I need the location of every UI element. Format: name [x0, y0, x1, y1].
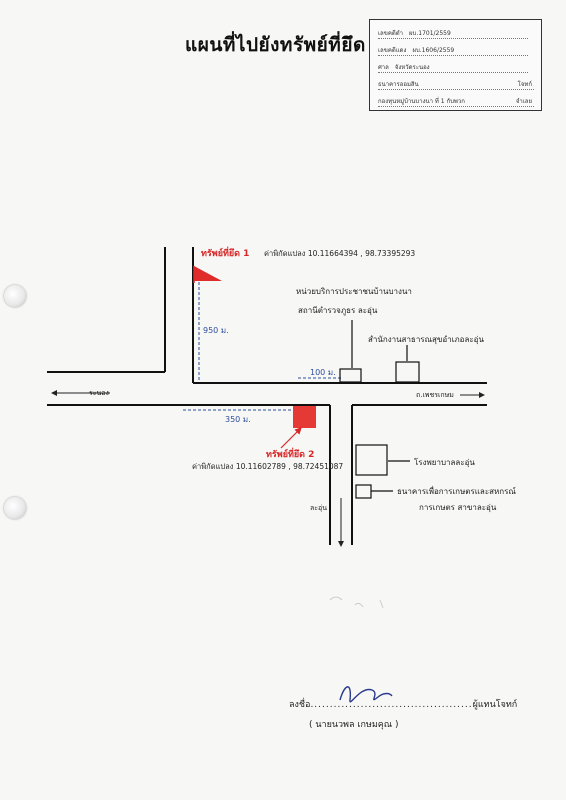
property-2-marker: [293, 406, 316, 428]
page-title: แผนที่ไปยังทรัพย์ที่ยึด: [185, 34, 366, 56]
health-office-box: [395, 361, 420, 383]
distance-350-label: 350 ม.: [225, 415, 251, 424]
baac-label-line1: ธนาคารเพื่อการเกษตรและสหกรณ์: [397, 487, 516, 496]
signatory-name: ( นายนวพล เกษมคุณ ): [309, 720, 399, 730]
road-label-phetkasem: ถ.เพชรเกษม: [416, 391, 454, 399]
distance-100-label: 100 ม.: [310, 368, 336, 377]
distance-950-label: 950 ม.: [203, 326, 229, 335]
case-info-box: เลขคดีดำผบ.1701/2559 เลขคดีแดงผบ.1606/25…: [369, 19, 542, 111]
road-lines: [47, 247, 487, 545]
info-row-black-case: เลขคดีดำผบ.1701/2559: [378, 28, 528, 39]
binder-hole-top: [4, 285, 26, 307]
road-label-la-un: ละอุ่น: [310, 504, 328, 512]
property-1-marker: [194, 266, 222, 281]
faint-marks: [329, 596, 384, 609]
property-2-pointer: [280, 427, 302, 449]
binder-hole-bottom: [4, 497, 26, 519]
info-row-court: ศาลจังหวัดระนอง: [378, 62, 528, 73]
baac-label-line2: การเกษตร สาขาละอุ่น: [419, 503, 497, 512]
health-office-label: สำนักงานสาธารณสุขอำเภอละอุ่น: [368, 335, 484, 344]
info-row-defendant: กองทุนหมู่บ้านบางนา ที่ 1 กับพวกจำเลย: [378, 98, 534, 107]
hospital-box: [355, 444, 388, 476]
property-1-label: ทรัพย์ที่ยึด 1: [201, 249, 250, 259]
signature-scribble: [339, 686, 393, 703]
police-station-box: [339, 368, 362, 383]
property-2-label: ทรัพย์ที่ยึด 2: [266, 450, 315, 460]
road-label-ranong: ระนอง: [89, 389, 109, 397]
hospital-label: โรงพยาบาลละอุ่น: [414, 458, 475, 467]
baac-box: [355, 484, 372, 499]
signature-line: ลงชื่อ..................................…: [289, 700, 518, 710]
property-2-coordinates: ค่าพิกัดแปลง 10.11602789 , 98.72451087: [192, 462, 344, 471]
info-row-red-case: เลขคดีแดงผบ.1606/2559: [378, 45, 528, 56]
police-station-label-line2: สถานีตำรวจภูธร ละอุ่น: [298, 306, 378, 315]
info-row-plaintiff: ธนาคารออมสินโจทก์: [378, 81, 534, 90]
property-1-coordinates: ค่าพิกัดแปลง 10.11664394 , 98.73395293: [264, 249, 416, 258]
police-station-label-line1: หน่วยบริการประชาชนบ้านบางนา: [296, 287, 412, 296]
